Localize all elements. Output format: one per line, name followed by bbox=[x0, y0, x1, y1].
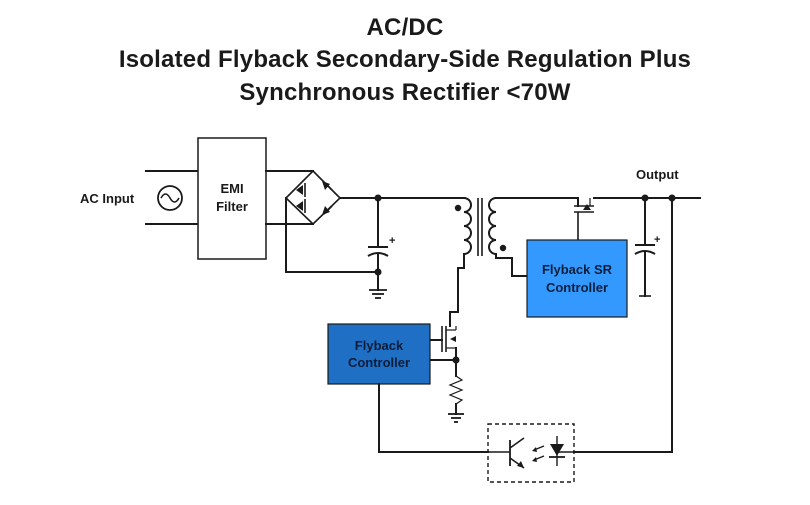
flyback-controller-label-line-2: Controller bbox=[348, 355, 410, 370]
diagram-title-line-3: Synchronous Rectifier <70W bbox=[239, 79, 571, 106]
ac-input-label: AC Input bbox=[80, 191, 135, 206]
diagram-title-line-2: Isolated Flyback Secondary-Side Regulati… bbox=[118, 46, 692, 73]
sense-resistor bbox=[448, 359, 464, 423]
flyback-sr-controller-block bbox=[526, 239, 628, 318]
ac-input-lines bbox=[145, 170, 199, 225]
svg-text:+: + bbox=[654, 234, 660, 246]
bulk-capacitor: + bbox=[367, 194, 395, 291]
flyback-controller-label-line-1: Flyback bbox=[355, 338, 404, 353]
ground-icon bbox=[369, 289, 387, 299]
svg-text:+: + bbox=[389, 235, 395, 247]
primary-mosfet bbox=[441, 311, 457, 361]
sr-mosfet bbox=[574, 197, 594, 240]
transformer bbox=[454, 197, 507, 256]
emi-filter-block bbox=[197, 137, 267, 260]
diagram-title-line-1: AC/DC bbox=[366, 14, 444, 41]
bridge-rectifier bbox=[284, 169, 342, 226]
optocoupler bbox=[487, 423, 575, 483]
flyback-sr-controller-label-line-2: Controller bbox=[546, 280, 608, 295]
output-capacitor: + bbox=[634, 194, 660, 297]
flyback-sr-controller-label-line-1: Flyback SR bbox=[542, 262, 613, 277]
emi-filter-label-line-1: EMI bbox=[220, 181, 243, 196]
flyback-controller-block bbox=[327, 323, 431, 385]
emi-filter-label-line-2: Filter bbox=[216, 199, 248, 214]
output-label: Output bbox=[636, 167, 679, 182]
ac-source-icon bbox=[157, 185, 183, 211]
